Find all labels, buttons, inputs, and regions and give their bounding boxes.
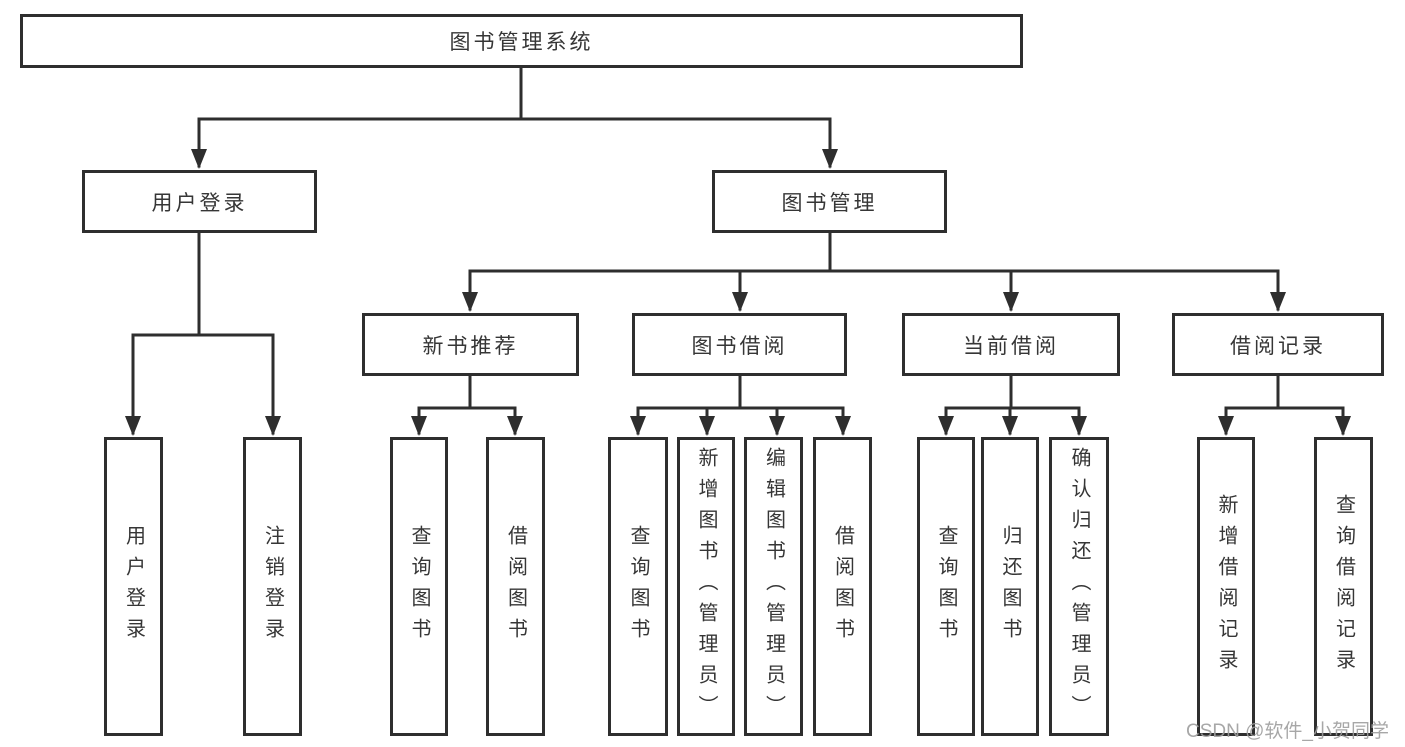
leaf-user-login: 用户登录 [104,437,163,736]
node-book-management: 图书管理 [712,170,947,233]
leaf-add-borrow-record: 新增借阅记录 [1197,437,1255,736]
node-new-book-recommend: 新书推荐 [362,313,579,376]
leaf-logout: 注销登录 [243,437,302,736]
node-label: 归还图书 [999,524,1021,649]
node-label: 确认归还（管理员） [1068,447,1090,726]
node-label: 查询借阅记录 [1332,493,1355,680]
leaf-borrow-book-2: 借阅图书 [813,437,872,736]
leaf-edit-book-admin: 编辑图书（管理员） [744,437,803,736]
leaf-return-book: 归还图书 [981,437,1039,736]
leaf-borrow-book-1: 借阅图书 [486,437,545,736]
node-label: 用户登录 [122,524,145,649]
node-label: 借阅图书 [504,524,527,649]
node-label: 编辑图书（管理员） [762,447,785,726]
node-label: 查询图书 [408,524,430,649]
node-label: 新书推荐 [422,334,519,358]
node-label: 当前借阅 [963,334,1059,358]
node-label: 新增借阅记录 [1215,493,1237,680]
node-label: 借阅记录 [1230,334,1326,358]
leaf-query-book-1: 查询图书 [390,437,448,736]
node-user-login: 用户登录 [82,170,317,233]
node-borrow-records: 借阅记录 [1172,313,1384,376]
node-label: 图书管理系统 [449,31,594,54]
node-label: 图书借阅 [691,334,788,358]
leaf-query-borrow-record: 查询借阅记录 [1314,437,1373,736]
node-book-borrow: 图书借阅 [632,313,847,376]
node-label: 图书管理 [781,191,878,215]
leaf-query-book-3: 查询图书 [917,437,975,736]
node-label: 注销登录 [261,524,284,649]
node-label: 查询图书 [627,524,649,649]
node-label: 新增图书（管理员） [695,447,717,726]
node-label: 借阅图书 [831,524,854,649]
leaf-confirm-return-admin: 确认归还（管理员） [1049,437,1109,736]
leaf-add-book-admin: 新增图书（管理员） [677,437,735,736]
node-current-borrow: 当前借阅 [902,313,1120,376]
watermark: CSDN @软件_小贺同学 [1186,721,1389,742]
node-label: 用户登录 [151,191,248,215]
node-label: 查询图书 [935,524,957,649]
leaf-query-book-2: 查询图书 [608,437,668,736]
node-root: 图书管理系统 [20,14,1023,68]
